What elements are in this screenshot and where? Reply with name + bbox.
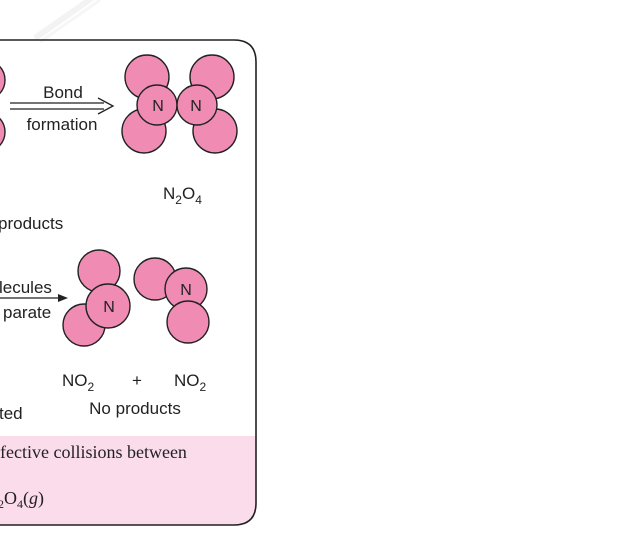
caption-line-2: 2O4(g) (0, 488, 44, 511)
atom-label-n: N (180, 282, 192, 299)
no-products-label: No products (89, 399, 181, 418)
formula-no2-right: NO2 (174, 371, 207, 394)
atom-oxygen (0, 117, 6, 147)
caption-band (0, 436, 256, 525)
partial-text-ted: ted (0, 404, 23, 423)
plus-sign: + (132, 371, 142, 390)
atom-label-n-left: N (152, 98, 164, 115)
panel-border (0, 39, 257, 526)
no2-molecule-right: N (133, 257, 210, 344)
n2o4-molecule: N N (121, 54, 238, 154)
no2-molecule-left: N (62, 249, 131, 347)
formula-no2-left: NO2 (62, 371, 95, 394)
partial-text-products: products (0, 214, 63, 233)
arrow-label-formation: formation (27, 115, 98, 134)
arrow-label-separate: parate (3, 303, 51, 322)
atom-oxygen (166, 300, 210, 344)
atom-oxygen (0, 65, 6, 95)
caption-line-1: fective collisions between (0, 442, 187, 462)
atom-nitrogen (85, 283, 131, 329)
bond-formation-arrow (10, 97, 115, 115)
separate-arrow-head (58, 294, 68, 302)
atom-label-n-right: N (190, 98, 202, 115)
watermark-streaks (33, 0, 101, 44)
formula-n2o4: N2O4 (163, 184, 202, 207)
arrow-label-molecules: lecules (0, 278, 52, 297)
atom-label-n: N (103, 299, 115, 316)
arrow-label-bond: Bond (43, 83, 83, 102)
atom-nitrogen (176, 84, 218, 126)
